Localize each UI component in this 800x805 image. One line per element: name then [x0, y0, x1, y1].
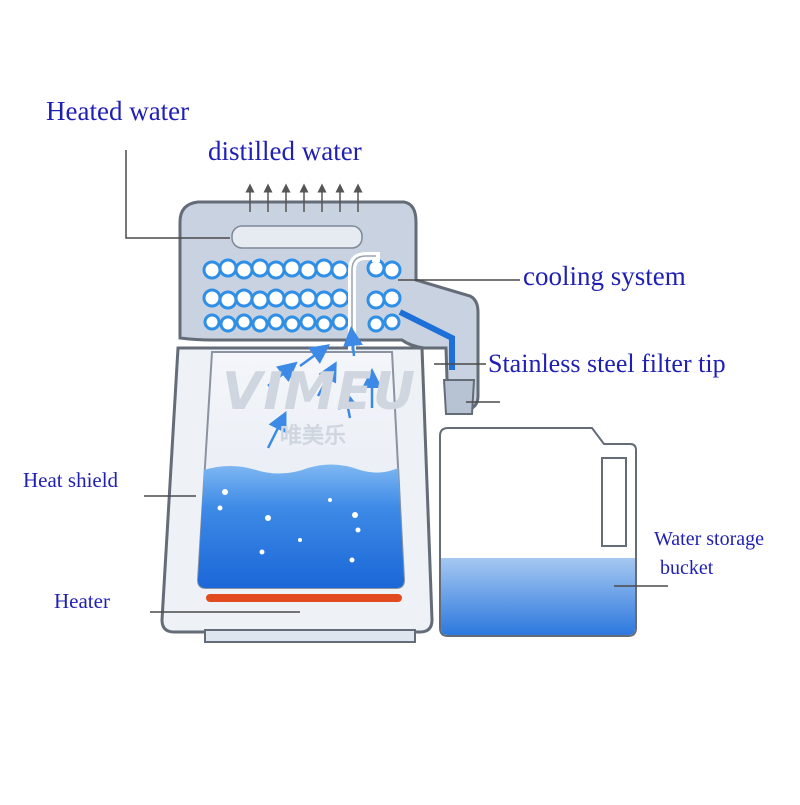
label-water-storage: Water storage — [654, 529, 764, 549]
boiler-base — [205, 630, 415, 642]
watermark-logo: VIMEU — [222, 362, 416, 422]
bucket-water — [441, 558, 635, 635]
label-heater: Heater — [54, 591, 110, 612]
label-bucket: bucket — [660, 558, 713, 578]
label-distilled-water: distilled water — [208, 138, 362, 165]
label-filter-tip: Stainless steel filter tip — [488, 351, 726, 377]
fan-plate — [232, 226, 362, 248]
watermark-sub: 唯美乐 — [280, 418, 346, 450]
label-heat-shield: Heat shield — [23, 470, 118, 491]
boiling-water — [198, 464, 404, 588]
filter-tip — [444, 380, 474, 414]
label-heated-water: Heated water — [46, 98, 189, 125]
label-cooling-system: cooling system — [523, 263, 686, 290]
cooling-coil — [204, 260, 400, 331]
heater-bar — [206, 594, 402, 602]
